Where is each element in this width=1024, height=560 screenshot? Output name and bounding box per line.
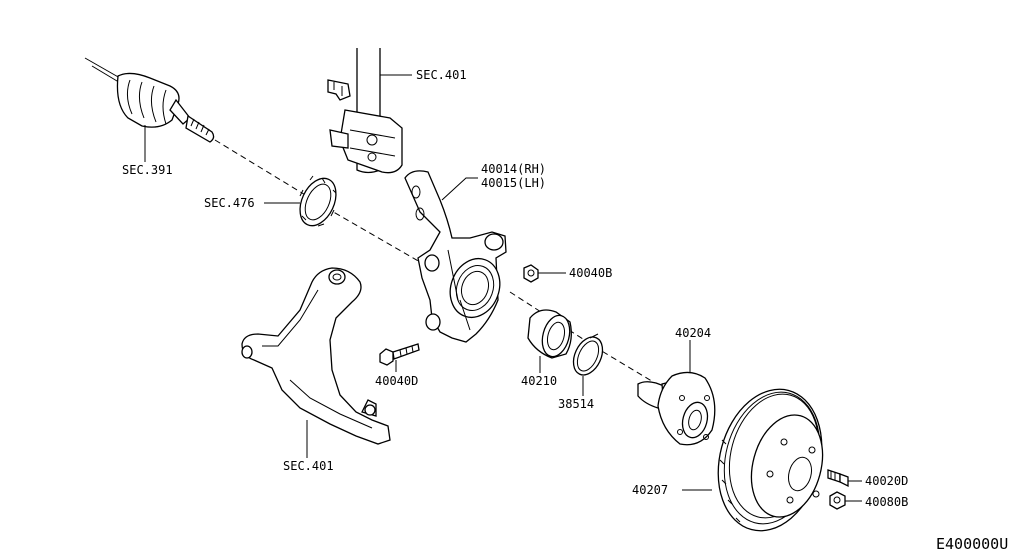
label-sec401-arm: SEC.401 [283, 459, 334, 473]
hub-bolt-40020d [827, 469, 849, 488]
diagram-code: E400000U [936, 535, 1008, 553]
wheel-bearing [527, 309, 572, 359]
label-40207: 40207 [632, 483, 668, 497]
label-sec391: SEC.391 [122, 163, 173, 177]
label-knuckle-lh: 40015(LH) [481, 176, 546, 190]
label-40204: 40204 [675, 326, 711, 340]
wheel-hub [637, 371, 716, 446]
bolt-40040d [379, 343, 420, 366]
sensor-ring [299, 175, 337, 227]
steering-knuckle [404, 170, 507, 343]
label-knuckle-rh: 40014(RH) [481, 162, 546, 176]
lower-control-arm [241, 267, 391, 445]
label-40040d: 40040D [375, 374, 418, 388]
label-40080b: 40080B [865, 495, 908, 509]
strut [327, 48, 403, 174]
brake-rotor [717, 388, 824, 532]
nut-40040b [523, 264, 539, 283]
label-40020d: 40020D [865, 474, 908, 488]
snap-ring [572, 333, 604, 376]
drive-shaft [84, 57, 215, 143]
label-40040b: 40040B [569, 266, 612, 280]
label-38514: 38514 [558, 397, 594, 411]
label-40210: 40210 [521, 374, 557, 388]
wheel-nut-40080b [829, 491, 846, 510]
label-sec401-strut: SEC.401 [416, 68, 467, 82]
leader-knuckle [441, 177, 478, 201]
label-sec476: SEC.476 [204, 196, 255, 210]
